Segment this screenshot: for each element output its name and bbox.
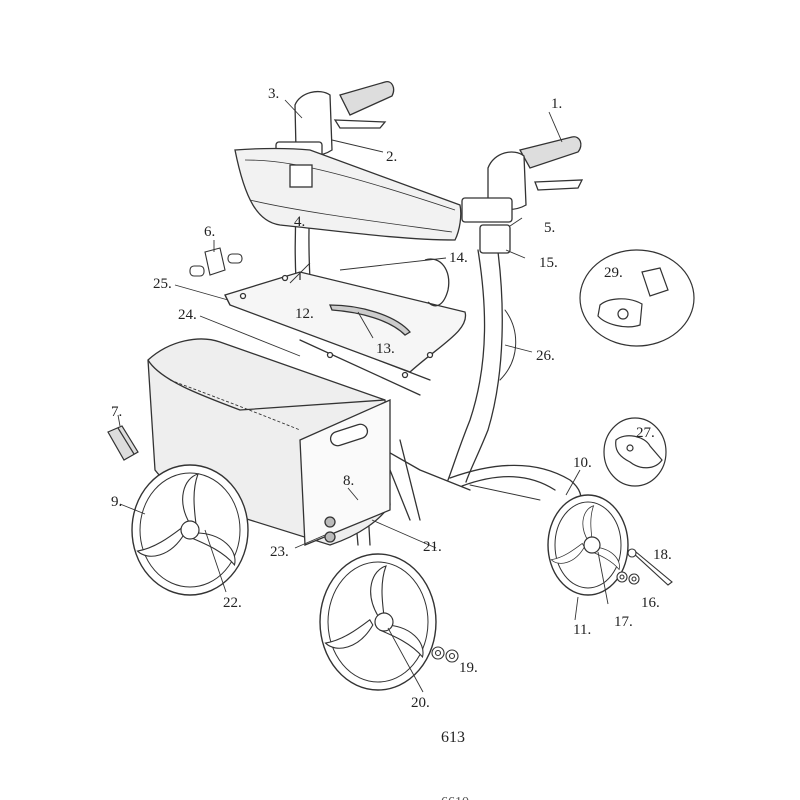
callout-5: 5.: [544, 220, 555, 236]
callout-7: 7.: [111, 404, 122, 420]
callout-24: 24.: [178, 307, 197, 323]
callout-8: 8.: [343, 473, 354, 489]
callout-labels: 1. 2. 3. 4. 5. 6. 7. 8. 9. 10. 11. 12. 1…: [111, 86, 672, 800]
callout-21: 21.: [423, 539, 442, 555]
callout-10: 10.: [573, 455, 592, 471]
rear-left-wheel: [131, 464, 249, 596]
callout-18: 18.: [653, 547, 672, 563]
bolt-parts: [189, 247, 243, 277]
right-handle: [461, 136, 584, 254]
callout-3: 3.: [268, 86, 279, 102]
callout-14: 14.: [449, 250, 468, 266]
backrest: [234, 147, 462, 241]
callout-9: 9.: [111, 494, 122, 510]
callout-11: 11.: [573, 622, 591, 638]
front-right-wheel: [547, 494, 629, 596]
callout-2: 2.: [386, 149, 397, 165]
detail-29: [579, 249, 695, 347]
clip-part: [107, 425, 139, 461]
cane-holder-part: [424, 258, 450, 307]
cutoff-text: 6610: [441, 795, 469, 800]
callout-17: 17.: [614, 614, 633, 630]
leader-lines: [117, 99, 609, 693]
callout-1: 1.: [551, 96, 562, 112]
callout-19: 19.: [459, 660, 478, 676]
callout-4: 4.: [294, 214, 305, 230]
callout-13: 13.: [376, 341, 395, 357]
callout-20: 20.: [411, 695, 430, 711]
callout-25: 25.: [153, 276, 172, 292]
detail-27: [603, 417, 667, 487]
callout-16: 16.: [641, 595, 660, 611]
callout-26: 26.: [536, 348, 555, 364]
callout-15: 15.: [539, 255, 558, 271]
callout-23: 23.: [270, 544, 289, 560]
callout-12: 12.: [295, 306, 314, 322]
front-left-wheel: [319, 553, 437, 691]
page-number: 613: [441, 729, 465, 746]
callout-22: 22.: [223, 595, 242, 611]
callout-29: 29.: [604, 265, 623, 281]
callout-6: 6.: [204, 224, 215, 240]
axle-parts: [431, 548, 673, 663]
callout-27: 27.: [636, 425, 655, 441]
seat: [224, 271, 467, 379]
